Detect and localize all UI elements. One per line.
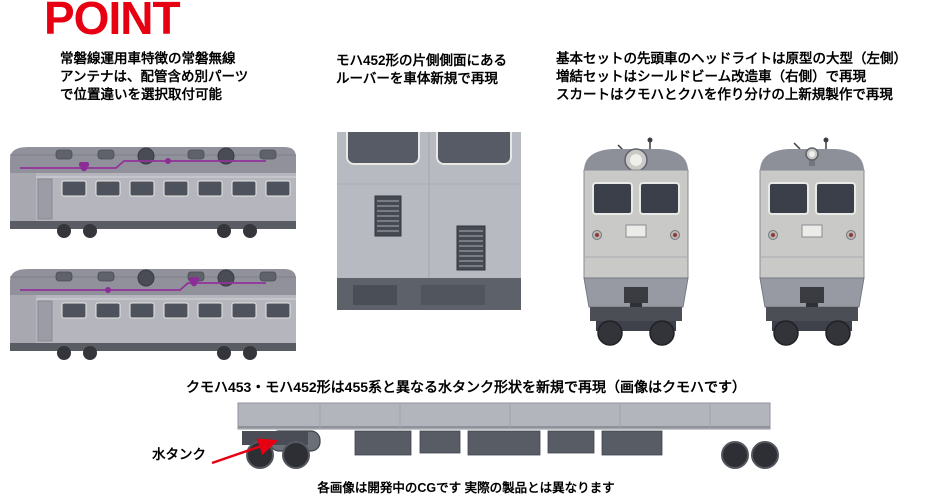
caption-line: アンテナは、配管含め別パーツ bbox=[60, 68, 249, 84]
louver-closeup-image bbox=[337, 132, 521, 310]
front-view-large-headlight-image bbox=[566, 137, 706, 367]
caption-line: ルーバーを車体新規で再現 bbox=[336, 70, 498, 86]
underbody-render bbox=[211, 402, 779, 469]
side-view-render-a bbox=[10, 147, 296, 238]
caption-line: スカートはクモハとクハを作り分けの上新規製作で再現 bbox=[556, 86, 893, 102]
caption-line: 基本セットの先頭車のヘッドライトは原型の大型（左側） bbox=[556, 51, 907, 66]
caption-line: 常磐線運用車特徴の常磐無線 bbox=[60, 51, 236, 66]
front-view-render-shield-beam bbox=[759, 137, 865, 346]
caption-line: モハ452形の片側側面にある bbox=[336, 53, 508, 68]
louver-caption: モハ452形の片側側面にある ルーバーを車体新規で再現 bbox=[336, 52, 507, 88]
headlight-caption: 基本セットの先頭車のヘッドライトは原型の大型（左側） 増結セットはシールドビーム… bbox=[556, 50, 907, 103]
disclaimer-note: 各画像は開発中のCGです 実際の製品とは異なります bbox=[317, 481, 615, 495]
caption-line: で位置違いを選択取付可能 bbox=[60, 86, 222, 102]
front-view-render-large-light bbox=[583, 137, 689, 346]
antenna-side-view-image-1 bbox=[0, 129, 303, 241]
water-tank-caption: クモハ453・モハ452形は455系と異なる水タンク形状を新規で再現（画像はクモ… bbox=[185, 379, 747, 395]
louver-closeup-render bbox=[337, 132, 521, 310]
water-tank-label: 水タンク bbox=[152, 447, 206, 462]
page-title: POINT bbox=[44, 0, 181, 44]
antenna-side-view-image-2 bbox=[0, 251, 303, 363]
caption-line: 増結セットはシールドビーム改造車（右側）で再現 bbox=[556, 68, 867, 84]
side-view-render-b bbox=[10, 269, 296, 360]
water-tank-figure: 水タンク bbox=[150, 397, 780, 477]
front-view-shield-beam-image bbox=[742, 137, 882, 367]
antenna-caption: 常磐線運用車特徴の常磐無線 アンテナは、配管含め別パーツ で位置違いを選択取付可… bbox=[60, 50, 248, 103]
